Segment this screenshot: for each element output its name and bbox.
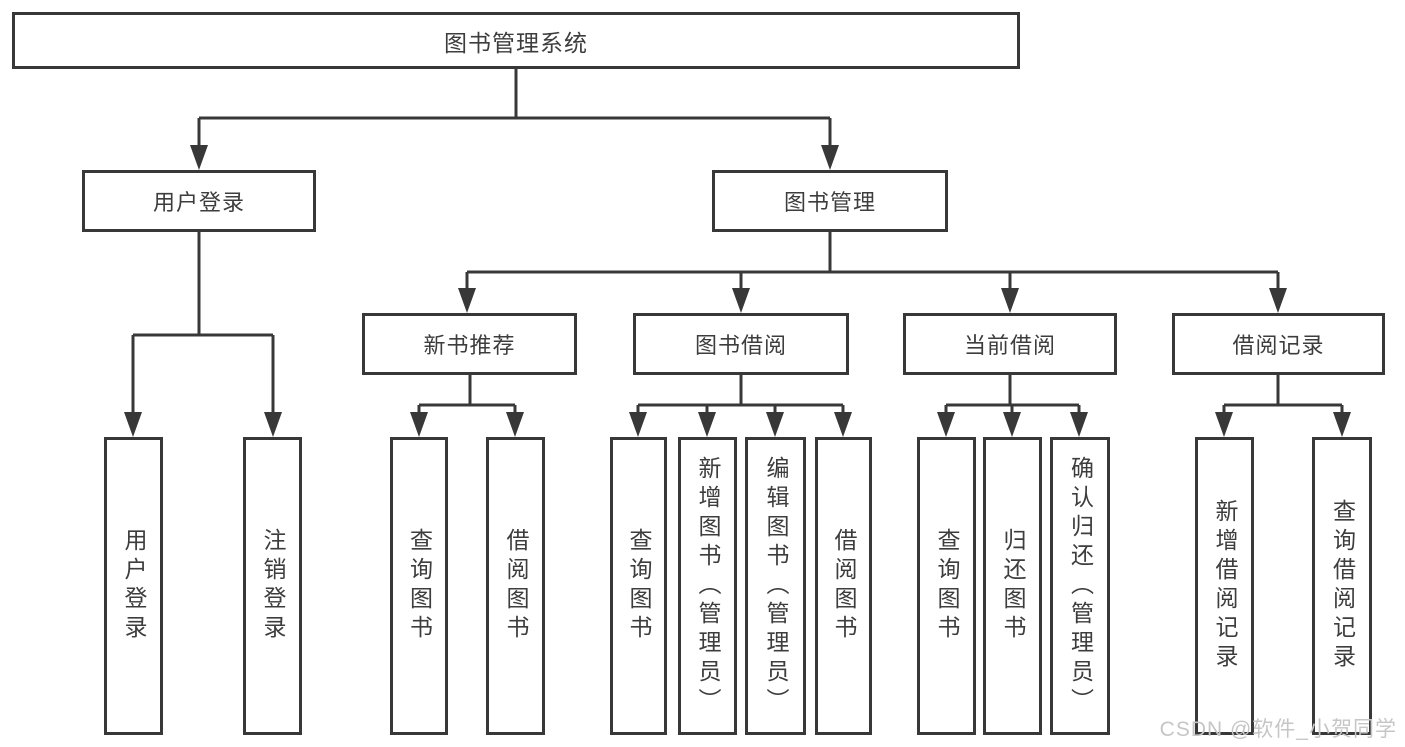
arrow-down-icon [698,412,716,437]
arrow-down-icon [821,145,839,170]
node-book-management: 图书管理 [712,170,948,232]
node-label: 用户登录 [152,190,245,215]
leaf-borrow-books-recommend: 借阅图书 [486,437,545,735]
node-label: 新增图书（管理员） [695,455,721,717]
arrow-down-icon [264,412,282,437]
csdn-watermark: CSDN @软件_小贺同学 [1159,718,1397,741]
node-label: 借阅记录 [1232,333,1325,358]
node-label: 新增借阅记录 [1212,499,1238,673]
arrow-down-icon [506,412,524,437]
node-label: 新书推荐 [423,333,516,358]
leaf-confirm-return-admin: 确认归还（管理员） [1050,437,1110,735]
arrow-down-icon [937,412,955,437]
node-library-management-system: 图书管理系统 [12,12,1020,69]
leaf-add-borrow-record: 新增借阅记录 [1195,437,1254,735]
arrow-down-icon [410,412,428,437]
arrow-down-icon [1070,412,1088,437]
node-label: 归还图书 [1000,528,1026,644]
node-label: 注销登录 [260,528,286,644]
arrow-down-icon [1333,412,1351,437]
leaf-borrow-books: 借阅图书 [815,437,872,735]
arrow-down-icon [629,412,647,437]
node-label: 图书管理系统 [444,29,588,56]
node-label: 图书管理 [783,190,876,215]
node-label: 查询图书 [934,528,960,644]
node-book-borrowing: 图书借阅 [633,313,849,375]
arrow-down-icon [1269,288,1287,313]
node-label: 查询借阅记录 [1329,499,1356,673]
arrow-down-icon [834,412,852,437]
leaf-query-borrow-record: 查询借阅记录 [1312,437,1372,735]
node-user-login: 用户登录 [82,170,316,232]
leaf-return-books: 归还图书 [983,437,1042,735]
leaf-add-books-admin: 新增图书（管理员） [678,437,737,735]
node-label: 查询图书 [626,528,652,644]
arrow-down-icon [190,145,208,170]
node-label: 借阅图书 [831,528,857,644]
node-current-borrowing: 当前借阅 [903,313,1117,375]
node-label: 确认归还（管理员） [1067,455,1094,717]
leaf-edit-books-admin: 编辑图书（管理员） [745,437,806,735]
leaf-query-books-current: 查询图书 [917,437,976,735]
arrow-down-icon [458,288,476,313]
node-label: 用户登录 [121,528,147,644]
node-new-book-recommendation: 新书推荐 [362,313,577,375]
arrow-down-icon [732,288,750,313]
node-label: 当前借阅 [963,333,1056,358]
leaf-query-books-recommend: 查询图书 [390,437,448,735]
leaf-query-books-borrowing: 查询图书 [610,437,667,735]
node-label: 图书借阅 [694,333,787,358]
leaf-logout: 注销登录 [243,437,302,735]
arrow-down-icon [1215,412,1233,437]
arrow-down-icon [1001,288,1019,313]
arrow-down-icon [124,412,142,437]
node-label: 查询图书 [406,528,433,644]
arrow-down-icon [766,412,784,437]
leaf-user-login: 用户登录 [104,437,163,735]
node-label: 编辑图书（管理员） [763,455,789,717]
arrow-down-icon [1003,412,1021,437]
node-label: 借阅图书 [503,528,529,644]
node-borrowing-records: 借阅记录 [1172,313,1385,375]
